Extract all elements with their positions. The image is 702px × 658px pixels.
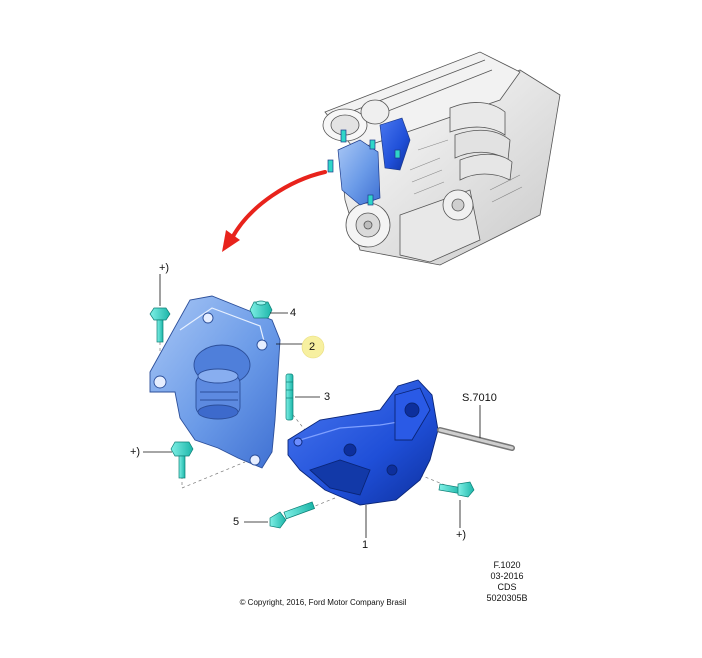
leader-lines [143,274,481,538]
callout-plus-left: +) [130,446,141,458]
copyright-text: © Copyright, 2016, Ford Motor Company Br… [239,598,407,607]
installed-mount-on-engine [327,117,411,206]
bolt-right [438,481,475,498]
callout-5: 5 [233,516,240,528]
bolt-left [170,441,194,479]
figure-reference: 5020305B [486,593,528,603]
callout-s7010: S.7010 [462,392,497,404]
engine-illustration [322,51,561,266]
engine-mount-bracket [149,295,281,469]
figure-system: CDS [497,582,517,592]
location-arrow [222,170,327,252]
bolt-5 [269,501,316,529]
long-bolt-s7010 [437,427,515,451]
fasteners [149,300,475,529]
figure-metadata: F.1020 03-2016 CDS 5020305B [452,560,562,604]
callout-2-highlight [301,335,325,359]
figure-date: 03-2016 [490,571,524,581]
callout-2: 2 [309,341,316,353]
figure-number: F.1020 [493,560,521,570]
stud-3 [285,373,294,421]
callout-plus-top: +) [159,262,170,274]
callout-plus-right: +) [456,529,467,541]
callout-3: 3 [324,391,331,403]
callout-4: 4 [290,307,297,319]
bolt-top [149,307,171,343]
transmission-mount [287,379,439,506]
callout-1: 1 [362,539,369,551]
nut-4 [249,300,273,319]
copyright-footer: © Copyright, 2016, Ford Motor Company Br… [0,598,702,607]
